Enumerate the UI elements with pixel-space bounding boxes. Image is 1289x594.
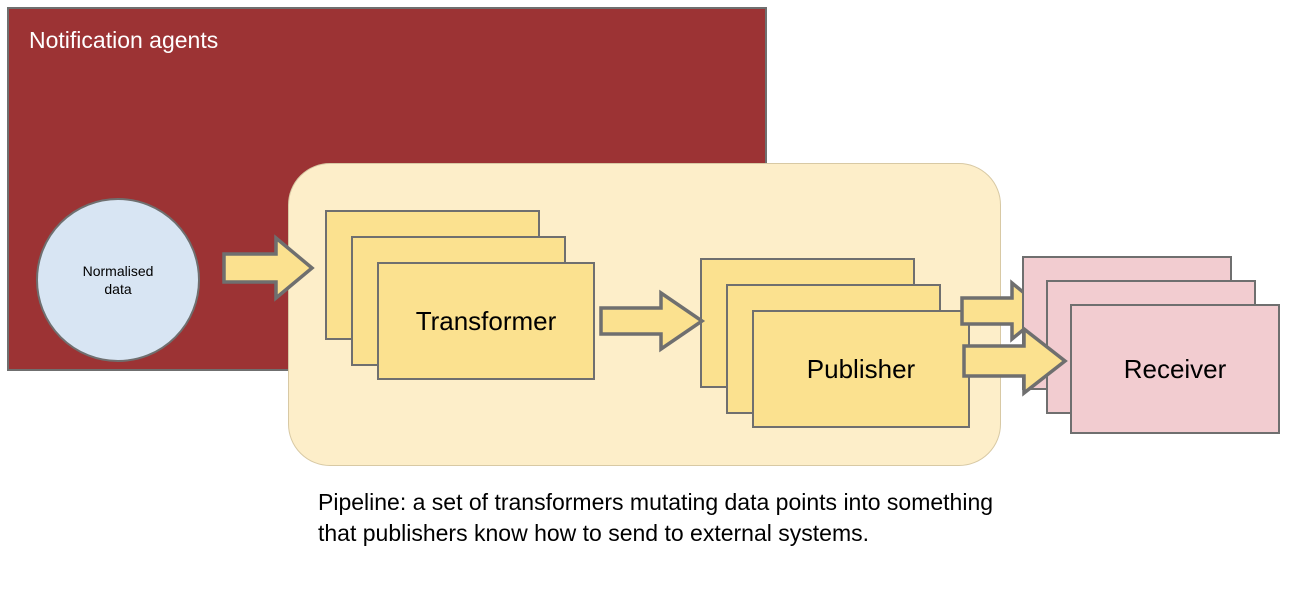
arrow-transformer-to-publisher-icon (599, 289, 706, 353)
pipeline-caption: Pipeline: a set of transformers mutating… (318, 489, 994, 546)
normalised-data-node: Normalised data (36, 198, 200, 362)
arrow-publisher-to-receiver-primary-icon (962, 325, 1068, 397)
transformer-label: Transformer (415, 305, 557, 336)
receiver-label: Receiver (1123, 353, 1227, 384)
notification-agents-label: Notification agents (29, 27, 219, 53)
publisher-stack: Publisher (700, 258, 970, 428)
receiver-stack: Receiver (1022, 256, 1280, 434)
publisher-label: Publisher (806, 353, 916, 384)
normalised-data-label: Normalised data (82, 263, 154, 297)
transformer-card-front: Transformer (377, 262, 595, 380)
transformer-stack: Transformer (325, 210, 595, 380)
arrow-data-to-transformer-icon (222, 234, 315, 302)
publisher-card-front: Publisher (752, 310, 970, 428)
receiver-card-front: Receiver (1070, 304, 1280, 434)
